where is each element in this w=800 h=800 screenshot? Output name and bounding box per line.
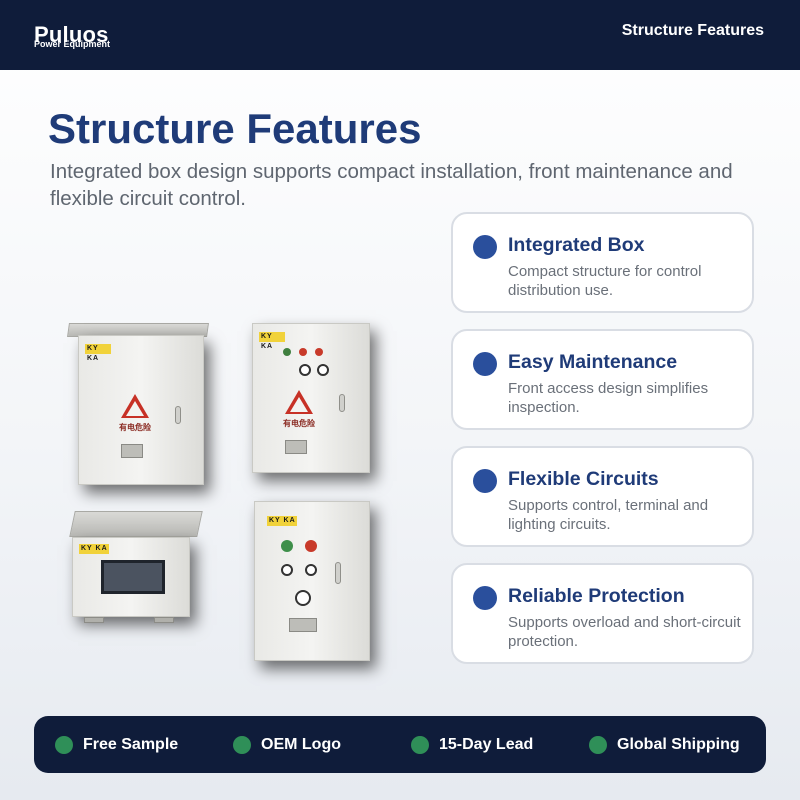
door-handle-icon xyxy=(339,394,345,412)
mounting-feet-icon xyxy=(154,617,174,623)
indicator-lamp-icon xyxy=(283,348,291,356)
high-voltage-warning-icon xyxy=(121,394,149,418)
cabinet-control-lamps: KY KA 有电危险 xyxy=(252,323,370,473)
indicator-lamp-icon xyxy=(299,348,307,356)
badge-label: OEM Logo xyxy=(261,736,341,753)
brand-label-strip: KY KA xyxy=(259,332,285,350)
feature-title: Easy Maintenance xyxy=(508,351,678,373)
high-voltage-warning-icon xyxy=(285,390,313,414)
circle-bullet-icon xyxy=(473,352,497,376)
badge-label: Global Shipping xyxy=(617,736,740,753)
circle-bullet-icon xyxy=(473,469,497,493)
feature-title: Integrated Box xyxy=(508,234,645,256)
nameplate-icon xyxy=(285,440,307,454)
badge-label: Free Sample xyxy=(83,736,179,753)
door-handle-icon xyxy=(175,406,181,424)
warning-text: 有电危险 xyxy=(119,423,151,432)
check-dot-icon xyxy=(411,736,429,754)
page-subtitle: Integrated box design supports compact i… xyxy=(50,160,733,210)
cabinet-roof xyxy=(69,511,203,537)
feature-card-easy-maintenance: Easy Maintenance Front access design sim… xyxy=(451,329,754,430)
start-button-icon xyxy=(281,540,293,552)
feature-card-integrated-box: Integrated Box Compact structure for con… xyxy=(451,212,754,313)
warning-text: 有电危险 xyxy=(283,419,315,428)
check-dot-icon xyxy=(589,736,607,754)
top-header: Puluos Power Equipment Structure Feature… xyxy=(0,0,800,70)
page-title: Structure Features xyxy=(48,105,422,152)
feature-description: Compact structure for control distributi… xyxy=(508,263,702,299)
brand-label-strip: KY KA xyxy=(267,516,297,526)
feature-title: Reliable Protection xyxy=(508,585,685,607)
header-nav-title[interactable]: Structure Features xyxy=(621,22,764,39)
meter-window-icon xyxy=(101,560,165,594)
feature-description: Supports control, terminal and lighting … xyxy=(508,497,709,533)
mounting-feet-icon xyxy=(84,617,104,623)
check-dot-icon xyxy=(233,736,251,754)
feature-description: Front access design simplifies inspectio… xyxy=(508,380,709,416)
circle-bullet-icon xyxy=(473,235,497,259)
check-dot-icon xyxy=(55,736,73,754)
selector-knob-icon xyxy=(281,564,293,576)
brand-label-strip: KY KA xyxy=(85,344,111,362)
cabinet-window-meter: KY KA xyxy=(72,537,190,617)
feature-description: Supports overload and short-circuit prot… xyxy=(508,614,741,650)
brand-tagline: Power Equipment xyxy=(34,39,111,49)
indicator-lamp-icon xyxy=(315,348,323,356)
service-badge-bar: Free Sample OEM Logo 15-Day Lead Global … xyxy=(34,716,766,773)
brand-label-strip: KY KA xyxy=(79,544,109,554)
selector-knob-icon xyxy=(317,364,329,376)
product-image-group: KY KA 有电危险 KY KA 有电危险 KY KA KY KA xyxy=(60,315,410,675)
cabinet-outdoor-rain-hood: KY KA 有电危险 xyxy=(78,335,204,485)
cabinet-button-panel: KY KA xyxy=(254,501,370,661)
door-handle-icon xyxy=(335,562,341,584)
feature-card-flexible-circuits: Flexible Circuits Supports control, term… xyxy=(451,446,754,547)
circle-bullet-icon xyxy=(473,586,497,610)
rotary-switch-icon xyxy=(295,590,311,606)
nameplate-icon xyxy=(289,618,317,632)
badge-label: 15-Day Lead xyxy=(439,736,534,753)
brand-logo[interactable]: Puluos xyxy=(34,22,109,47)
selector-knob-icon xyxy=(299,364,311,376)
feature-title: Flexible Circuits xyxy=(508,468,659,490)
selector-knob-icon xyxy=(305,564,317,576)
feature-card-reliable-protection: Reliable Protection Supports overload an… xyxy=(451,563,754,664)
stop-button-icon xyxy=(305,540,317,552)
nameplate-icon xyxy=(121,444,143,458)
